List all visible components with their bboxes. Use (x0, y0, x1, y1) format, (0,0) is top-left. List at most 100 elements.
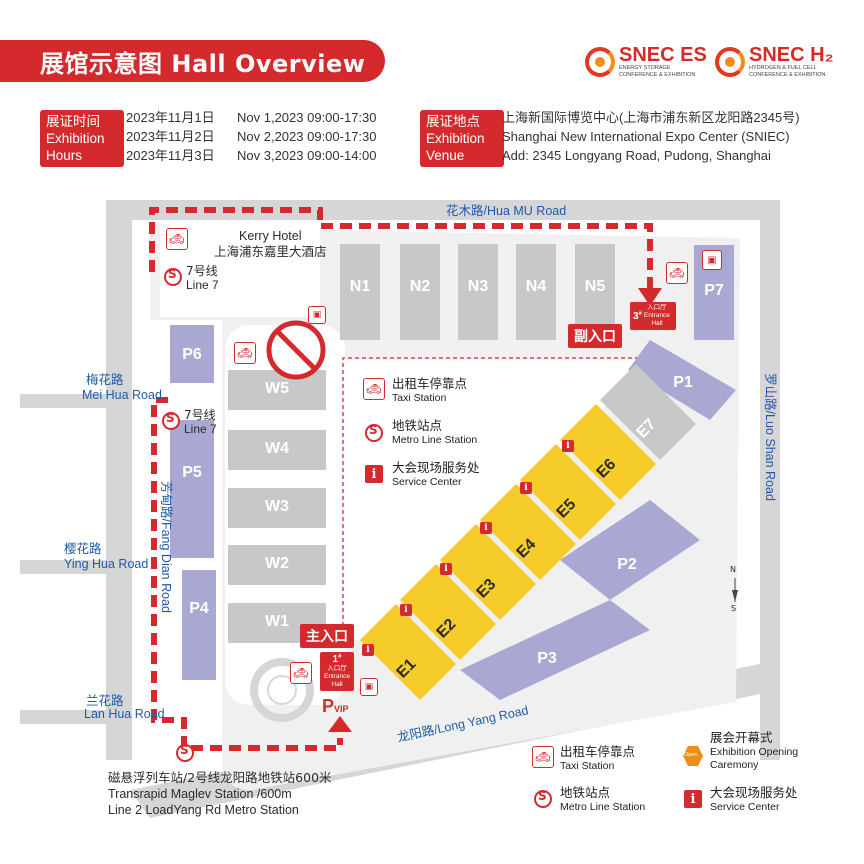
walking-route (149, 207, 653, 751)
hours-row: 2023年11月3日 Nov 3,2023 09:00-14:00 (126, 148, 377, 163)
hall-e6-label: E6 (593, 455, 620, 482)
parking-p5 (170, 420, 214, 558)
parking-p3 (460, 600, 650, 700)
line7-west-label: 7号线 Line 7 (184, 408, 217, 436)
compass (732, 578, 738, 602)
taxi-icon: 🚕︎ (166, 228, 188, 250)
taxi-icon: 🚕︎ (666, 262, 688, 284)
hall-e4-label: E4 (513, 535, 540, 562)
metro-icon (162, 411, 180, 430)
hours-row: 2023年11月1日 Nov 1,2023 09:00-17:30 (126, 110, 377, 125)
road-label-fang-dian: 芳甸路/Fang Dian Road (159, 480, 174, 614)
service-icon: i (400, 604, 412, 616)
main-entrance-hall-card: 1# 入口厅 Entrance Hall (320, 652, 354, 691)
side-entrance-arrow-icon (638, 288, 662, 306)
west-halls (228, 370, 326, 643)
taxi-icon: 🚕︎ (363, 378, 385, 400)
hours-row: 2023年11月2日 Nov 2,2023 09:00-17:30 (126, 129, 377, 144)
hall-w3-shape (228, 488, 326, 528)
parking-p5-label: P5 (182, 464, 202, 481)
legend-taxi: 出租车停靠点 Taxi Station (560, 744, 636, 772)
page-title: 展馆示意图 Hall Overview (40, 49, 366, 78)
venue-label: 展证地点 Exhibition Venue (420, 110, 504, 167)
hall-e1-shape (360, 604, 456, 700)
parking-p2 (560, 500, 700, 600)
service-icon: i (365, 465, 383, 483)
road-label-lan-hua-cn: 兰花路 (86, 694, 124, 708)
side-entrance-badge: 副入口 (568, 324, 622, 348)
no-entry-icon (266, 320, 326, 380)
road-mei-hua (20, 394, 130, 408)
opening-tag: Open (684, 752, 698, 758)
road-label-mei-hua-cn: 梅花路 (86, 373, 124, 387)
maglev-label: 磁悬浮列车站/2号线龙阳路地铁站600米 Transrapid Maglev S… (108, 770, 332, 817)
map-legend-metro: 地铁站点 Metro Line Station (392, 418, 478, 446)
side-entrance-hall-card: 3# 入口厅 Entrance Hall (630, 302, 676, 330)
metro-icon (534, 789, 552, 808)
metro-icon (365, 423, 383, 442)
hall-n4-label: N4 (525, 278, 547, 295)
hall-n3-shape (458, 244, 498, 340)
hall-e5-label: E5 (553, 495, 580, 522)
road-lan-hua (20, 710, 130, 724)
parking-p1 (628, 340, 736, 420)
parking-p2-label: P2 (617, 556, 637, 573)
legend-service: 大会现场服务处 Service Center (710, 785, 798, 813)
road-label-mei-hua-en: Mei Hua Road (82, 388, 162, 402)
hours-label: 展证时间 Exhibition Hours (40, 110, 124, 167)
hall-e4-shape (480, 484, 576, 580)
hall-w2-label: W2 (265, 555, 289, 572)
parking-p7-label: P7 (704, 282, 724, 299)
hall-e7-label: E7 (633, 415, 660, 442)
hall-e3-shape (440, 524, 536, 620)
bus-icon: ▣ (308, 306, 326, 324)
service-icon: i (562, 440, 574, 452)
road-label-lan-hua-en: Lan Hua Road (84, 707, 165, 721)
snec-es-logo: SNEC ES ENERGY STORAGE CONFERENCE & EXHI… (585, 45, 707, 78)
taxi-icon: 🚕︎ (532, 746, 554, 768)
hall-w5-label: W5 (265, 380, 289, 397)
road-label-ying-hua-cn: 樱花路 (64, 542, 102, 556)
service-icon: i (440, 563, 452, 575)
hall-e6-shape (560, 404, 656, 500)
hall-n4-shape (516, 244, 556, 340)
plaza-outline (342, 357, 650, 640)
legend-metro: 地铁站点 Metro Line Station (560, 785, 646, 813)
hall-n1-label: N1 (349, 278, 371, 295)
service-icon: i (684, 790, 702, 808)
map-legend-service: 大会现场服务处 Service Center (392, 460, 480, 488)
main-entrance-arrow-icon (328, 716, 352, 732)
metro-icon (164, 267, 182, 286)
road-ying-hua (20, 560, 130, 574)
roundabout (250, 658, 314, 722)
service-icon: i (480, 522, 492, 534)
hall-e2-label: E2 (433, 615, 460, 642)
hall-n2-shape (400, 244, 440, 340)
kerry-hotel-label: Kerry Hotel 上海浦东嘉里大酒店 (214, 229, 327, 259)
metro-icon (176, 743, 194, 762)
parking-p6-label: P6 (182, 346, 202, 363)
hall-n2-label: N2 (409, 278, 431, 295)
hall-e3-label: E3 (473, 575, 500, 602)
road-label-hua-mu: 花木路/Hua MU Road (446, 204, 567, 218)
road-label-luo-shan: 罗山路/Luo Shan Road (762, 373, 777, 501)
taxi-icon: 🚕︎ (290, 662, 312, 684)
road-label-ying-hua-en: Ying Hua Road (64, 557, 149, 571)
parking-p3-label: P3 (537, 650, 557, 667)
line7-top-label: 7号线 Line 7 (186, 264, 219, 292)
hall-w1-label: W1 (265, 613, 289, 630)
hours-list: 2023年11月1日 Nov 1,2023 09:00-17:30 2023年1… (126, 108, 377, 165)
venue-address: 上海新国际博览中心(上海市浦东新区龙阳路2345号) Shanghai New … (502, 110, 800, 163)
main-entrance-badge: 主入口 (300, 624, 354, 648)
hall-n3-label: N3 (467, 278, 489, 295)
hall-w5-shape (228, 370, 326, 410)
hall-w2-shape (228, 545, 326, 585)
parking-p1-label: P1 (673, 374, 693, 391)
bus-icon: ▣ (702, 250, 722, 270)
hall-n1-shape (340, 244, 380, 340)
hall-e1-label: E1 (393, 655, 420, 682)
hall-n5-label: N5 (584, 278, 606, 295)
hall-w4-shape (228, 430, 326, 470)
title-banner: 展馆示意图 Hall Overview (0, 40, 385, 82)
